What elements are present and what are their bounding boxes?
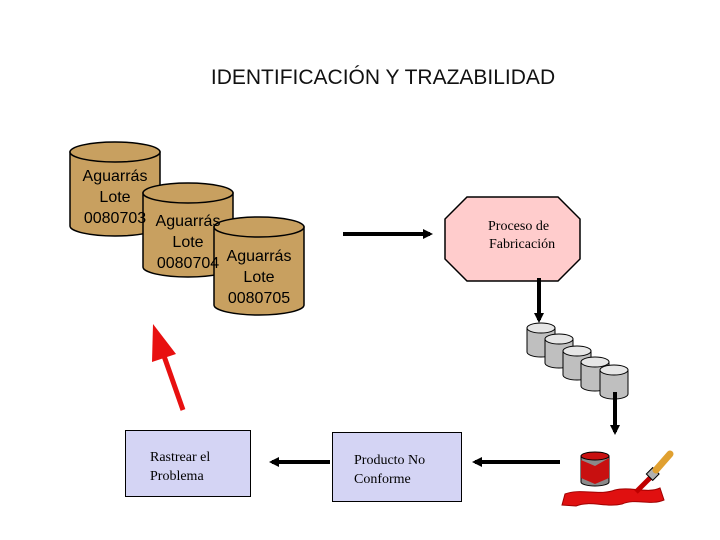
drum-3	[213, 216, 305, 316]
paint-splash-icon	[561, 487, 665, 507]
drum-2-lot-number: 0080704	[156, 255, 220, 272]
nonconforming-box: Producto No Conforme	[332, 432, 462, 502]
paint-brush-icon	[634, 450, 674, 494]
nonconforming-line-1: Producto No	[354, 453, 426, 468]
process-label: Proceso de Fabricación	[470, 218, 570, 254]
drum-1	[69, 141, 161, 237]
batch-drums	[526, 322, 629, 400]
trace-box: Rastrear el Problema	[125, 430, 251, 497]
page-title: IDENTIFICACIÓN Y TRAZABILIDAD	[210, 66, 556, 89]
drum-1-label: Aguarrás Lote 0080703	[72, 166, 158, 229]
drum-3-label: Aguarrás Lote 0080705	[214, 246, 304, 309]
paint-can-icon	[580, 451, 610, 487]
nonconforming-line-2: Conforme	[354, 472, 411, 487]
process-octagon	[444, 196, 581, 282]
drum-2	[142, 182, 234, 278]
drum-3-lot-label: Lote	[243, 269, 275, 286]
drum-3-product: Aguarrás	[226, 248, 292, 265]
drum-1-product: Aguarrás	[82, 168, 148, 185]
process-line-2: Fabricación	[489, 237, 556, 252]
drum-3-lot-number: 0080705	[227, 290, 291, 307]
drum-1-lot-number: 0080703	[83, 210, 147, 227]
drum-2-label: Aguarrás Lote 0080704	[145, 211, 231, 274]
trace-line-2: Problema	[150, 469, 204, 484]
drum-1-lot-label: Lote	[99, 189, 131, 206]
trace-line-1: Rastrear el	[150, 450, 211, 465]
drum-2-product: Aguarrás	[155, 213, 221, 230]
process-line-1: Proceso de	[488, 219, 550, 234]
drum-2-lot-label: Lote	[172, 234, 204, 251]
trace-back-arrow	[152, 324, 186, 411]
